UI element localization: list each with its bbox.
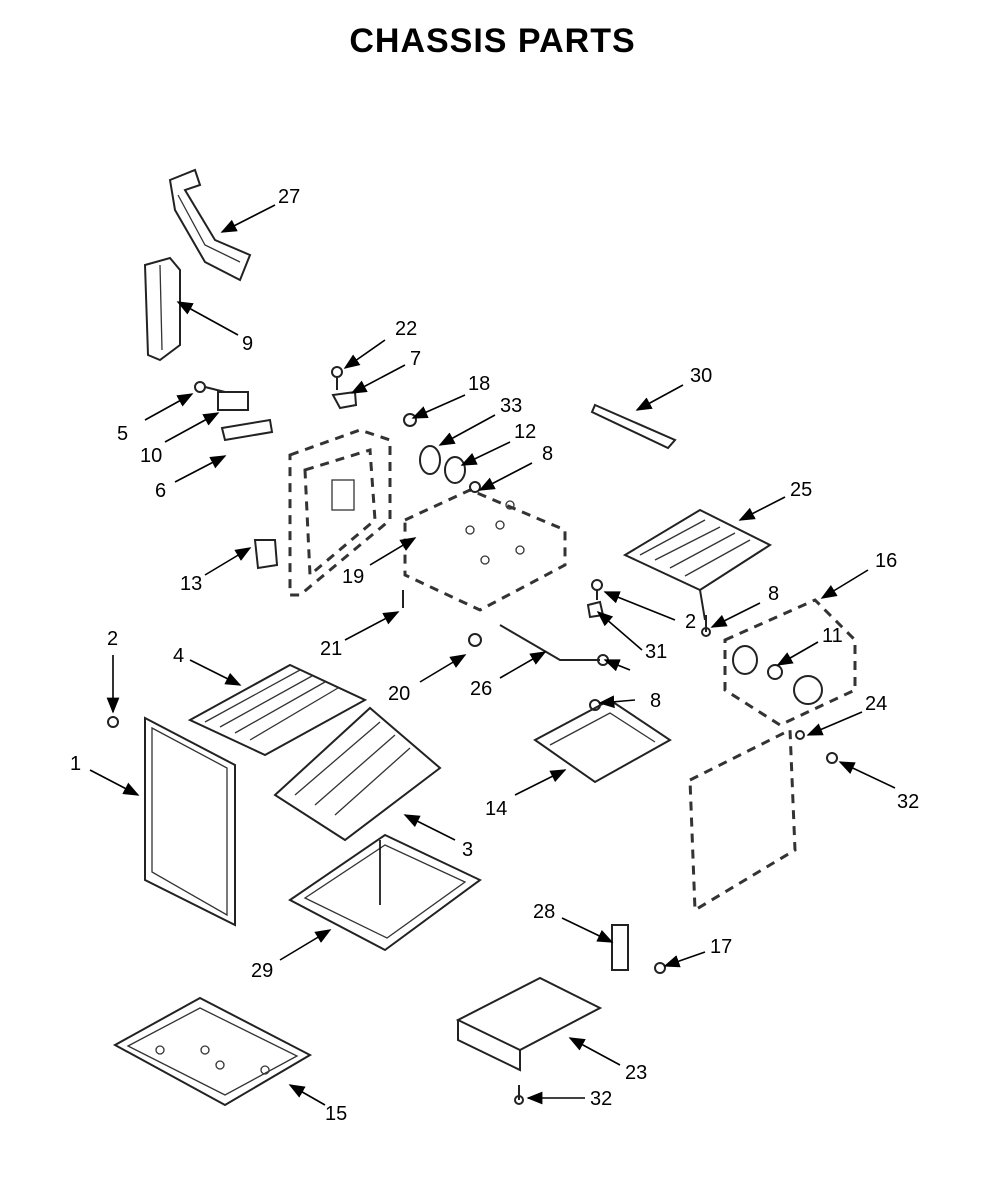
callout-7: 7 xyxy=(410,348,421,370)
callout-31: 31 xyxy=(645,641,667,663)
callout-15: 15 xyxy=(325,1103,347,1125)
part-14-pan xyxy=(533,698,672,784)
callout-23: 23 xyxy=(625,1062,647,1084)
callout-32-bottom: 32 xyxy=(590,1088,612,1110)
part-28-17-bracket xyxy=(611,924,666,974)
callout-21: 21 xyxy=(320,638,342,660)
callout-2-right: 2 xyxy=(685,611,696,633)
callout-14: 14 xyxy=(485,798,507,820)
callout-26: 26 xyxy=(470,678,492,700)
callout-27: 27 xyxy=(278,186,300,208)
callout-16: 16 xyxy=(875,550,897,572)
part-5-10-hinge xyxy=(194,381,274,442)
callout-6: 6 xyxy=(155,480,166,502)
part-18-nut xyxy=(403,413,417,427)
part-16-11-knob-group xyxy=(723,598,857,727)
callout-22: 22 xyxy=(395,318,417,340)
callout-33: 33 xyxy=(500,395,522,417)
callout-32-right: 32 xyxy=(897,791,919,813)
callout-8-right: 8 xyxy=(768,583,779,605)
callout-9: 9 xyxy=(242,333,253,355)
callout-8-top: 8 xyxy=(542,443,553,465)
part-1-door-frame xyxy=(107,716,236,927)
part-chassis-base xyxy=(403,488,567,612)
part-4-oven-rack xyxy=(187,663,368,757)
part-13-bracket xyxy=(253,539,279,570)
callout-5: 5 xyxy=(117,423,128,445)
callout-4: 4 xyxy=(173,645,184,667)
callout-12: 12 xyxy=(514,421,536,443)
callout-24: 24 xyxy=(865,693,887,715)
part-25-bake-element xyxy=(622,508,773,621)
part-24-side-frame xyxy=(688,727,838,913)
diagram-title: CHASSIS PARTS xyxy=(349,22,636,60)
callout-3: 3 xyxy=(462,839,473,861)
callout-18: 18 xyxy=(468,373,490,395)
callout-20: 20 xyxy=(388,683,410,705)
part-9-side-bracket xyxy=(143,256,181,362)
part-29-drawer xyxy=(288,833,482,952)
part-20-21-26-hardware xyxy=(402,590,609,666)
callout-25: 25 xyxy=(790,479,812,501)
callout-2-left: 2 xyxy=(107,628,118,650)
part-2-31-screw-clip xyxy=(586,579,605,619)
part-15-bottom-panel xyxy=(112,996,313,1107)
part-19-back-panel xyxy=(288,428,392,597)
callout-1: 1 xyxy=(70,753,81,775)
callout-8-mid: 8 xyxy=(650,690,661,712)
part-3-broil-insert xyxy=(273,706,442,842)
part-33-12-gears xyxy=(419,445,481,493)
callout-28: 28 xyxy=(533,901,555,923)
callout-29: 29 xyxy=(251,960,273,982)
callout-11: 11 xyxy=(822,625,843,647)
part-30-rail xyxy=(590,403,677,450)
part-22-7-screw-clip xyxy=(331,366,358,410)
part-27-bracket xyxy=(168,168,252,282)
callout-30: 30 xyxy=(690,365,712,387)
part-23-shield xyxy=(455,976,603,1105)
callout-13: 13 xyxy=(180,573,202,595)
leader-lines xyxy=(89,204,896,1106)
callout-19: 19 xyxy=(342,566,364,588)
callout-10: 10 xyxy=(140,445,162,467)
callout-17: 17 xyxy=(710,936,732,958)
